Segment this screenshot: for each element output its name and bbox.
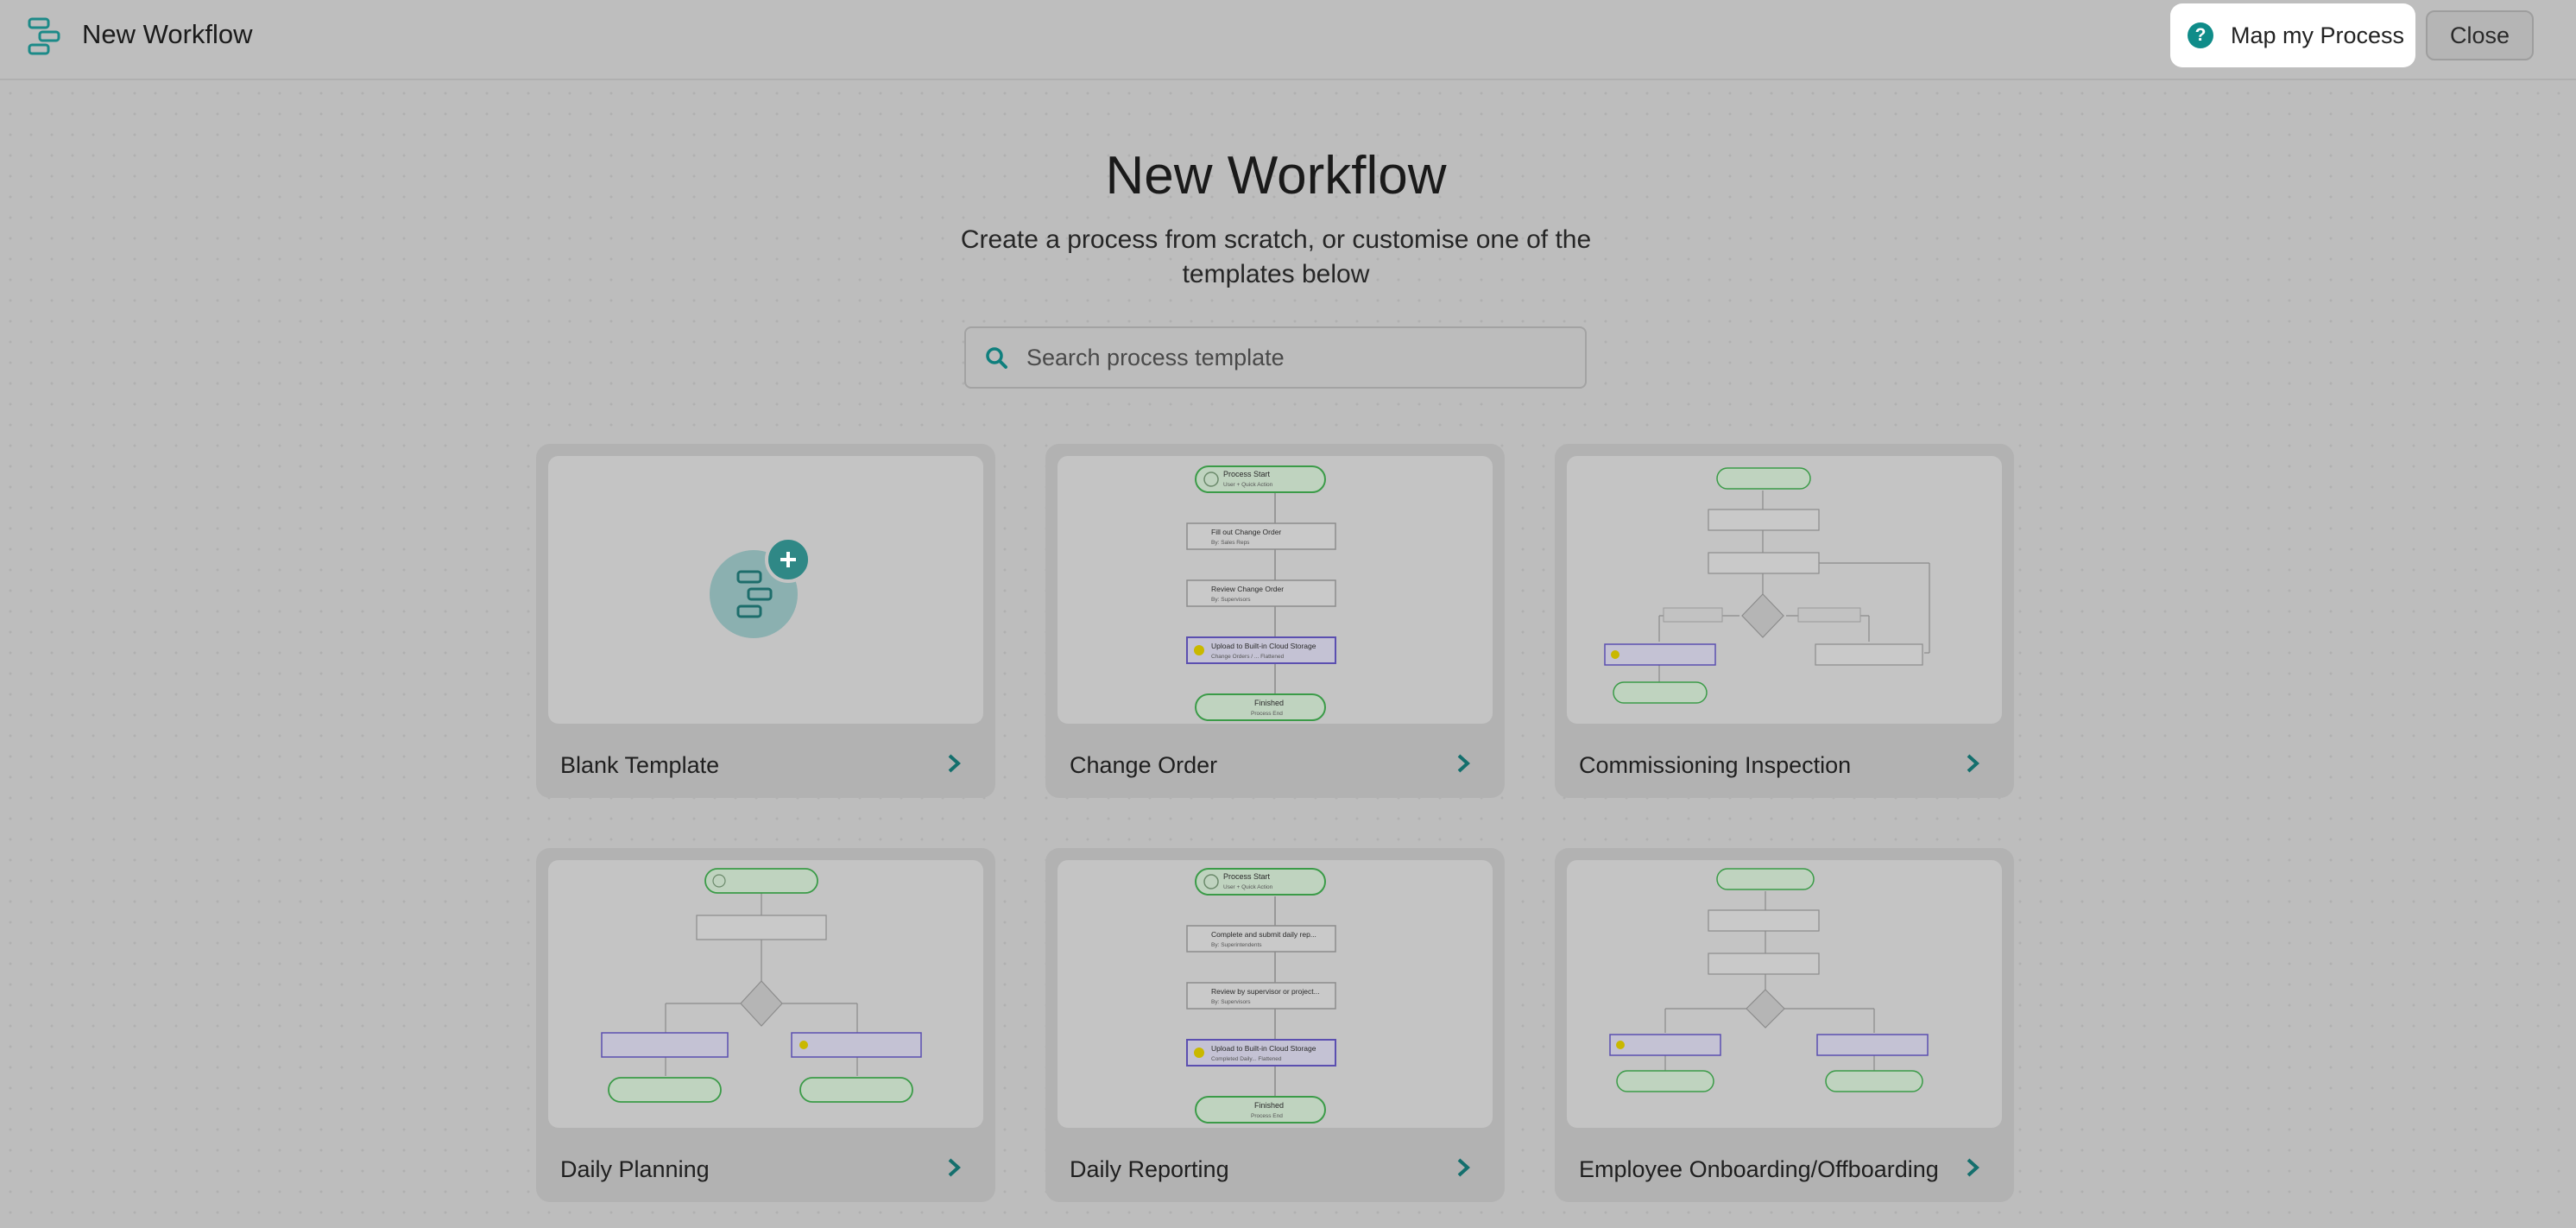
page-title: New Workflow	[1105, 146, 1447, 206]
help-icon: ?	[2188, 22, 2213, 48]
template-title: Change Order	[1070, 752, 1218, 778]
commissioning-flow-diagram	[1604, 467, 1930, 704]
template-preview	[1567, 456, 2002, 724]
node-subtitle: By: Sales Reps	[1211, 540, 1250, 546]
node-title: Fill out Change Order	[1211, 528, 1281, 536]
node-subtitle: By: Superintendents	[1211, 942, 1262, 948]
blank-template-illustration	[710, 536, 811, 638]
template-title: Employee Onboarding/Offboarding	[1579, 1156, 1939, 1182]
node-title: Review by supervisor or project...	[1211, 987, 1320, 996]
template-preview	[548, 456, 983, 724]
map-my-process-button[interactable]: ? Map my Process	[2170, 3, 2415, 67]
chevron-right-icon	[948, 754, 961, 773]
daily-reporting-flow-diagram: Process Start User + Quick Action Comple…	[1186, 868, 1336, 1124]
node-subtitle: Change Orders / ... Flattened	[1211, 654, 1285, 660]
node-subtitle: By: Supervisors	[1211, 597, 1251, 603]
top-bar: New Workflow ? Map my Process Close	[0, 0, 2576, 80]
template-preview	[548, 860, 983, 1128]
template-title: Daily Planning	[560, 1156, 710, 1182]
template-card-daily-reporting[interactable]: Process Start User + Quick Action Comple…	[1045, 848, 1505, 1202]
node-title: Finished	[1254, 1101, 1284, 1110]
template-search[interactable]	[964, 326, 1587, 389]
search-input[interactable]	[1026, 344, 1562, 371]
template-preview	[1567, 860, 2002, 1128]
change-order-flow-diagram: Process Start User + Quick Action Fill o…	[1186, 465, 1336, 721]
node-title: Upload to Built-in Cloud Storage	[1211, 642, 1316, 650]
chevron-right-icon	[948, 1158, 961, 1177]
workflow-logo-icon	[28, 17, 60, 55]
template-title: Commissioning Inspection	[1579, 752, 1852, 778]
template-card-change-order[interactable]: Process Start User + Quick Action Fill o…	[1045, 444, 1505, 798]
app-title: New Workflow	[82, 19, 253, 49]
node-subtitle: User + Quick Action	[1223, 482, 1273, 488]
template-title: Daily Reporting	[1070, 1156, 1229, 1182]
template-preview: Process Start User + Quick Action Comple…	[1058, 860, 1493, 1128]
search-icon	[986, 347, 1007, 369]
map-my-process-label: Map my Process	[2231, 22, 2405, 48]
onboarding-flow-diagram	[1609, 868, 1929, 1092]
node-title: Review Change Order	[1211, 585, 1284, 593]
template-preview: Process Start User + Quick Action Fill o…	[1058, 456, 1493, 724]
node-subtitle: User + Quick Action	[1223, 884, 1273, 890]
node-subtitle: By: Supervisors	[1211, 999, 1251, 1005]
template-title: Blank Template	[560, 752, 720, 778]
page-subtitle: Create a process from scratch, or custom…	[960, 225, 1592, 288]
node-subtitle: Process End	[1251, 1113, 1283, 1119]
close-button[interactable]: Close	[2426, 10, 2534, 60]
node-subtitle: Completed Daily... Flattened	[1211, 1056, 1282, 1062]
node-title: Process Start	[1223, 872, 1271, 881]
node-title: Complete and submit daily rep...	[1211, 930, 1316, 939]
node-title: Process Start	[1223, 470, 1271, 478]
template-card-blank[interactable]: Blank Template	[536, 444, 995, 798]
daily-planning-flow-diagram	[601, 868, 922, 1103]
template-card-employee-onboarding[interactable]: Employee Onboarding/Offboarding	[1555, 848, 2014, 1202]
chevron-right-icon	[1457, 754, 1470, 773]
node-title: Finished	[1254, 699, 1284, 707]
node-subtitle: Process End	[1251, 711, 1283, 717]
chevron-right-icon	[1967, 1158, 1979, 1177]
chevron-right-icon	[1967, 754, 1979, 773]
template-card-commissioning-inspection[interactable]: Commissioning Inspection	[1555, 444, 2014, 798]
chevron-right-icon	[1457, 1158, 1470, 1177]
template-card-daily-planning[interactable]: Daily Planning	[536, 848, 995, 1202]
node-title: Upload to Built-in Cloud Storage	[1211, 1044, 1316, 1053]
